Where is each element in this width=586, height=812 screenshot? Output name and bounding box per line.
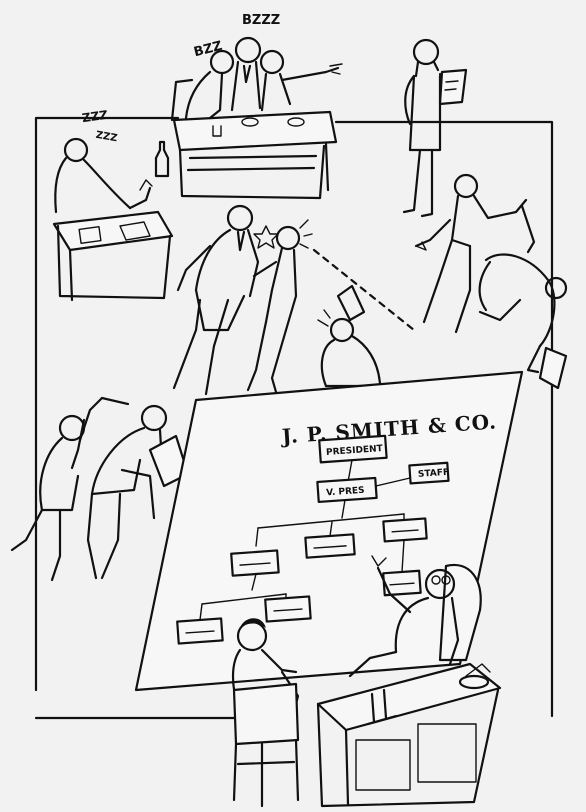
org-box-staff: STAFF [408,461,450,485]
sleeping-man-at-desk: ZZZ ZZZ [52,108,174,302]
arguing-men [172,204,313,396]
snore-label-2: BZZZ [242,13,280,28]
man-reading-document [402,38,468,218]
snore-label-4: ZZZ [95,130,118,145]
org-box-level4-center [264,595,312,623]
boss-at-desk [316,555,502,808]
seated-employee [231,618,300,808]
staff-label: STAFF [418,468,450,480]
org-box-president: PRESIDENT [318,434,388,464]
man-kicking-colleague [414,173,568,390]
office-floor-frame [34,116,554,720]
org-box-level4-left [176,617,224,645]
snore-label-1: BZZ [192,39,224,61]
snore-label-3: ZZZ [81,108,109,126]
org-box-level3-left [230,549,280,577]
vice-president-label: V. PRES [326,486,365,499]
org-box-level3-right [382,517,428,543]
org-box-vice-president: V. PRES [316,476,378,504]
gossiping-men-at-table: BZZ BZZZ [170,13,343,200]
org-chart-board: J. P. SMITH & CO. PRESIDENT V. PRES STAF… [134,370,524,692]
president-label: PRESIDENT [326,444,384,458]
men-sneaking-behind-board [10,396,190,582]
man-with-binoculars [312,248,416,388]
org-box-level3-center [304,533,356,559]
org-box-level4-right [382,569,422,597]
